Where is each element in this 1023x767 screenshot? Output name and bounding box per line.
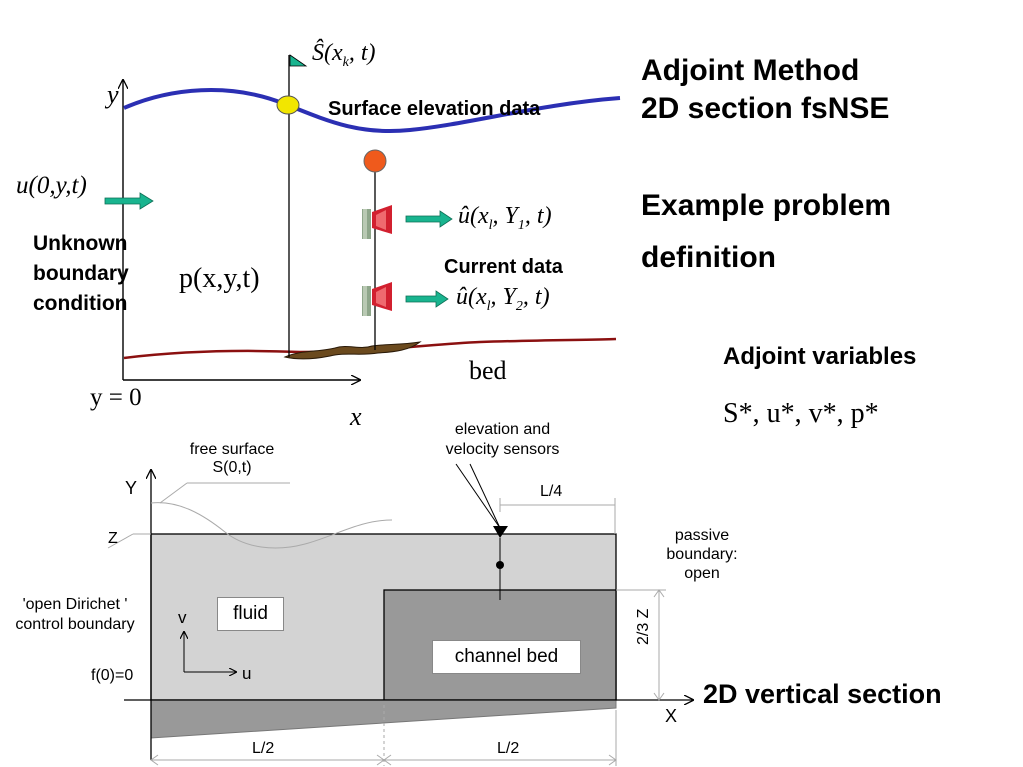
sensors-label: elevation and velocity sensors [425,420,580,460]
section-title: 2D vertical section [703,679,942,709]
s-hat-tail: , t) [348,40,376,66]
s-hat-main: Ŝ(x [312,40,343,66]
half-l-arrow-d [608,754,617,766]
current-arrow-2 [405,290,449,308]
passive-line-2: boundary: [666,546,738,563]
surface-sensor-flag [289,54,308,67]
passive-line-3: open [684,565,720,582]
passive-boundary-label: passive boundary: open [650,526,754,583]
current-meter-icon-1 [362,205,392,239]
y-zero-label: y = 0 [90,384,142,411]
example-line-2: definition [641,241,776,274]
boundary-velocity-label: u(0,y,t) [16,172,87,199]
upper-y-axis-label: y [107,80,119,109]
u-hat-1-label: û(xl, Y1, t) [458,203,552,234]
velocity-sensor-dot [496,561,504,569]
u-hat-1-mid: , Y [492,203,518,229]
u-hat-1-sub2: 1 [517,217,525,233]
free-surface-line-2: S(0,t) [212,459,252,476]
z-leader [107,533,134,549]
half-l-right-label: L/2 [497,740,520,757]
u-hat-2-sub1: l [486,298,491,314]
u-hat-2-sub2: 2 [515,298,523,314]
s-hat-sub: k [342,54,349,70]
unknown-bc-label: Unknown boundary condition [33,229,129,319]
v-label: v [178,608,187,627]
title-line-1: Adjoint Method [641,54,860,87]
channel-bed-label-box: channel bed [432,640,581,674]
title-line-2: 2D section fsNSE [641,92,890,125]
dirichlet-line-1: 'open Dirichet ' [22,596,128,613]
unknown-bc-line-2: boundary [33,262,129,285]
sensors-line-1: elevation and [454,421,551,438]
quarter-l-label: L/4 [540,483,563,500]
s-hat-label: Ŝ(xk, t) [312,40,376,71]
half-l-left-label: L/2 [252,740,275,757]
lower-y-axis-label: Y [125,478,138,498]
pressure-label: p(x,y,t) [179,263,260,294]
example-line-1: Example problem [641,189,892,222]
lower-x-axis-label: X [665,706,678,726]
u-hat-2-label: û(xl, Y2, t) [456,284,550,315]
channel-bed-label: channel bed [454,646,559,667]
boundary-velocity-arrow [104,192,154,210]
z-label: Z [108,530,118,547]
passive-line-1: passive [674,527,730,544]
bed-debris [283,341,422,360]
sensors-line-2: velocity sensors [445,441,560,458]
u-label: u [242,664,252,683]
two-thirds-z-label: 2/3 Z [635,608,652,645]
surface-sensor-triangle [493,526,508,538]
current-arrow-1 [405,210,453,228]
current-meter-icon-2 [362,282,392,316]
u-hat-1-sub1: l [488,217,493,233]
adjoint-list: S*, u*, v*, p* [723,398,879,429]
u-hat-2-main: û(x [456,284,487,310]
unknown-bc-line-3: condition [33,292,128,315]
upper-x-axis-label: x [350,402,362,431]
dirichlet-boundary-label: 'open Dirichet ' control boundary [2,595,148,635]
u-hat-1-main: û(x [458,203,489,229]
fluid-label-box: fluid [217,597,284,631]
example-block: Example problem definition [641,180,891,284]
u-hat-2-mid: , Y [490,284,516,310]
surface-elevation-curve [123,88,621,134]
surface-sensor-marker [276,95,300,115]
u-hat-2-tail: , t) [522,284,550,310]
unknown-bc-line-1: Unknown [33,232,128,255]
dirichlet-line-2: control boundary [15,616,135,633]
current-data-label: Current data [444,256,563,278]
surface-data-label: Surface elevation data [328,98,541,120]
free-surface-leader [159,482,188,504]
two-thirds-z-arrow-top [653,589,665,598]
half-l-arrow-a [150,754,159,766]
f0-label: f(0)=0 [91,667,134,684]
u-hat-1-tail: , t) [524,203,552,229]
current-sensor-top-marker [363,149,387,173]
free-surface-label: free surface S(0,t) [172,441,292,477]
sensor-leader-1 [455,463,501,529]
free-surface-line-1: free surface [189,441,275,458]
half-l-arrow-c [383,754,392,766]
adjoint-heading: Adjoint variables [723,343,917,370]
free-surface-sketch [150,502,393,549]
two-thirds-z-arrow-bottom [653,692,665,701]
sensor-leader-2 [469,463,501,529]
title-block: Adjoint Method 2D section fsNSE [641,52,889,128]
fluid-label: fluid [233,603,268,624]
bed-label: bed [469,356,507,385]
